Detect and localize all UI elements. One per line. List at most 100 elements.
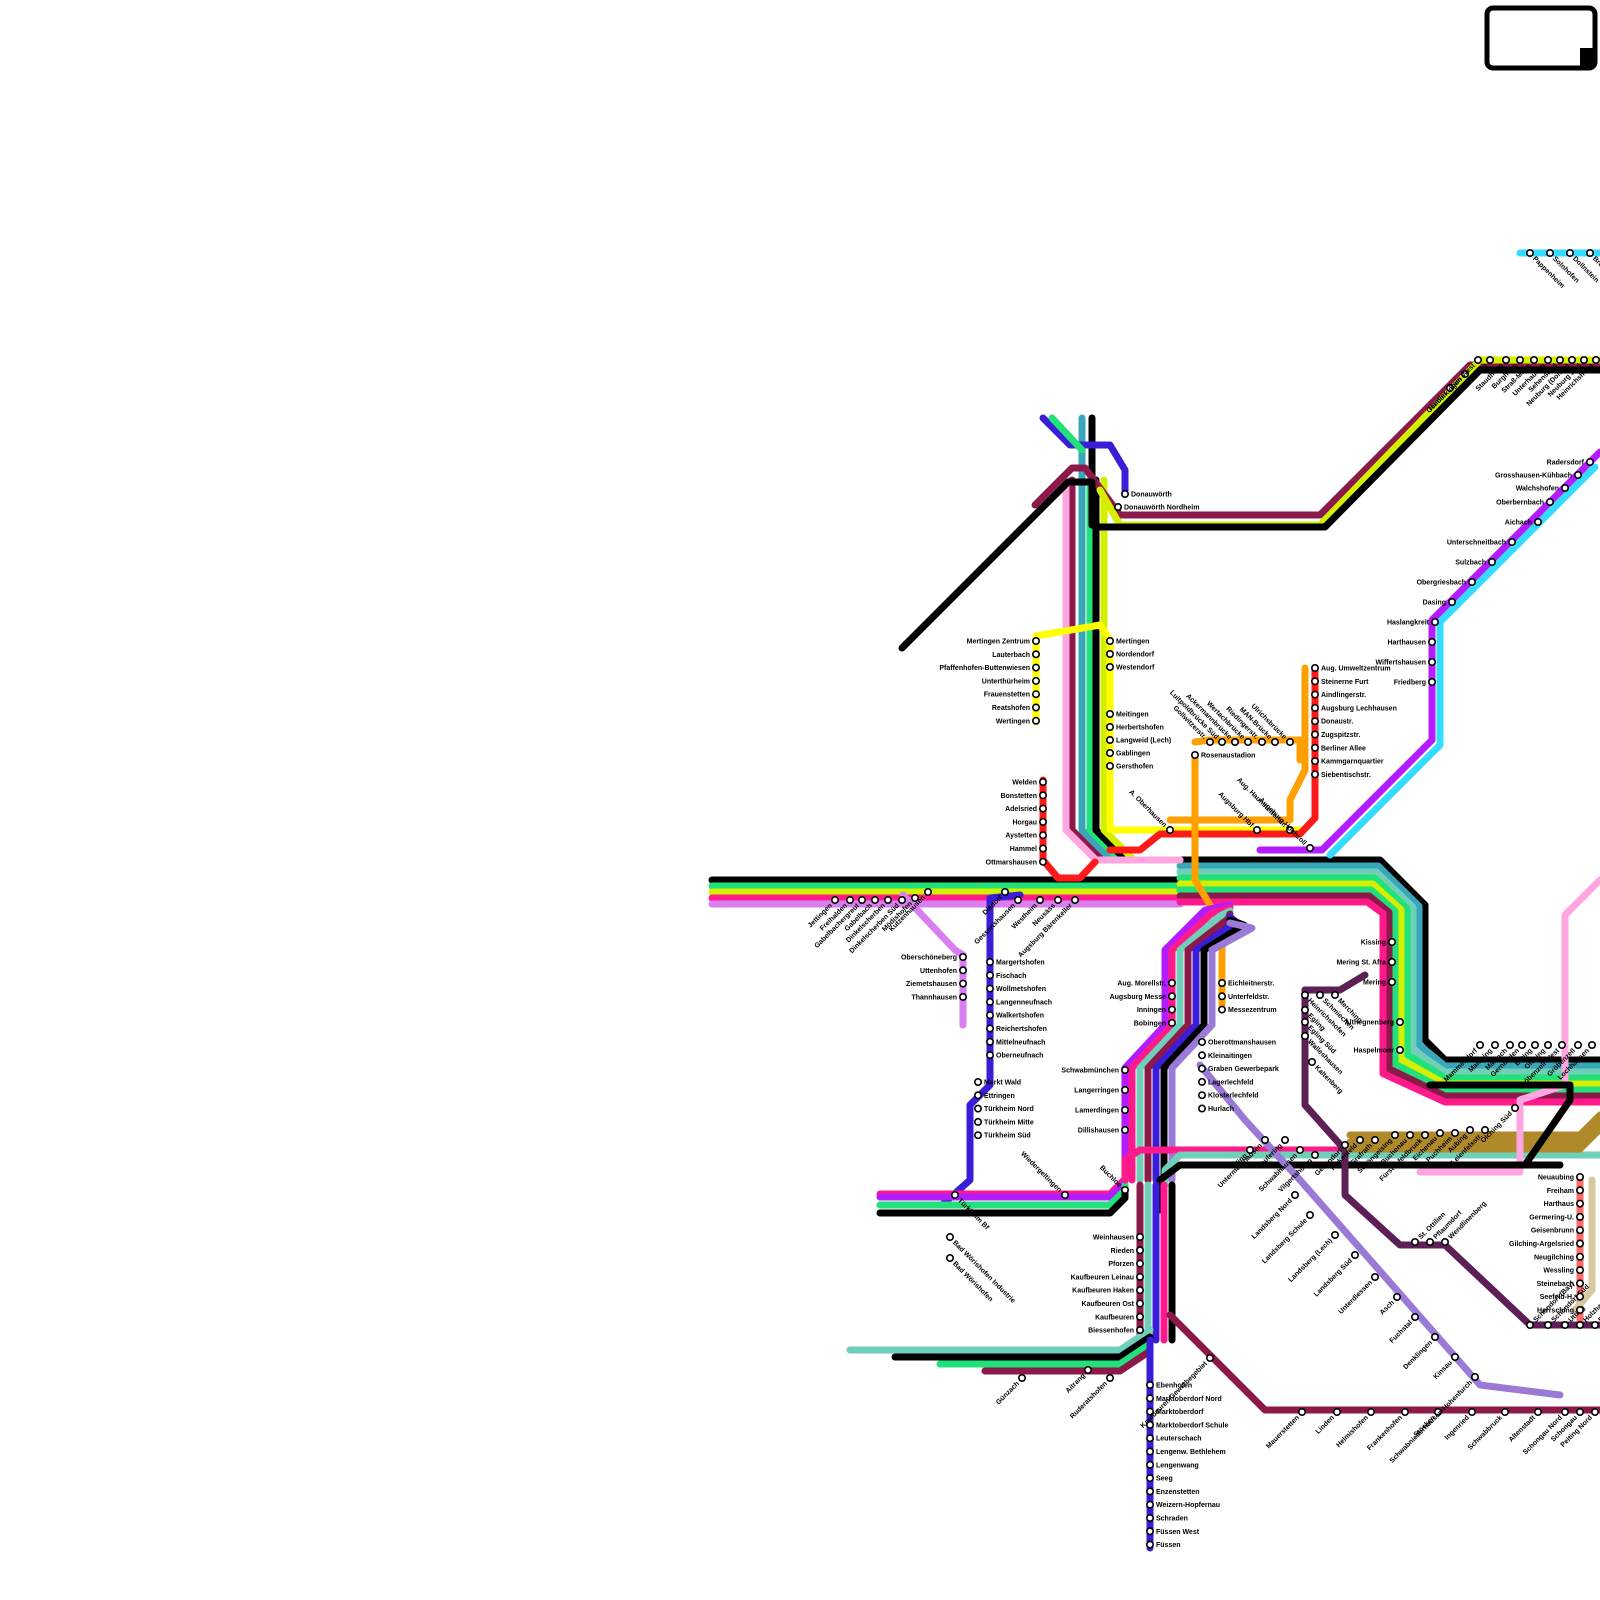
station-dot[interactable]: [1577, 1322, 1583, 1328]
station-225[interactable]: Steinebach: [1537, 1280, 1584, 1288]
station-127[interactable]: Rieden: [1111, 1247, 1144, 1255]
station-dot[interactable]: [1589, 1042, 1595, 1048]
station-dot[interactable]: [1527, 1322, 1533, 1328]
station-dot[interactable]: [1207, 1355, 1213, 1361]
station-dot[interactable]: [1575, 1042, 1581, 1048]
station-dot[interactable]: [1469, 1409, 1475, 1415]
station-19[interactable]: Langweid (Lech): [1107, 737, 1171, 745]
station-dot[interactable]: [1531, 357, 1537, 363]
station-dot[interactable]: [1147, 1541, 1153, 1547]
station-221[interactable]: Geisenbrunn: [1531, 1227, 1583, 1235]
station-130[interactable]: Kaufbeuren Haken: [1072, 1287, 1143, 1295]
station-dot[interactable]: [1492, 1042, 1498, 1048]
station-dot[interactable]: [1545, 357, 1551, 363]
station-dot[interactable]: [1587, 459, 1593, 465]
station-dot[interactable]: [925, 889, 931, 895]
station-dot[interactable]: [1122, 1067, 1128, 1073]
station-113[interactable]: Eichleitnerstr.: [1219, 980, 1275, 988]
station-dot[interactable]: [1427, 1239, 1433, 1245]
station-dot[interactable]: [1037, 897, 1043, 903]
station-dot[interactable]: [1147, 1448, 1153, 1454]
station-dot[interactable]: [1402, 1409, 1408, 1415]
station-114[interactable]: Unterfeldstr.: [1219, 993, 1269, 1001]
station-dot[interactable]: [960, 967, 966, 973]
station-dot[interactable]: [1245, 739, 1251, 745]
station-222[interactable]: Gilching-Argelsried: [1509, 1240, 1583, 1248]
station-116[interactable]: Oberottmanshausen: [1199, 1039, 1276, 1047]
station-dot[interactable]: [1297, 1147, 1303, 1153]
station-dot[interactable]: [1292, 1192, 1298, 1198]
station-183[interactable]: Unterdiessen: [1338, 1274, 1379, 1316]
station-220[interactable]: Germering-U.: [1529, 1214, 1583, 1222]
station-dot[interactable]: [1147, 1462, 1153, 1468]
station-dot[interactable]: [1545, 1322, 1551, 1328]
station-dot[interactable]: [1342, 1142, 1348, 1148]
station-15[interactable]: Nordendorf: [1107, 651, 1155, 659]
station-16[interactable]: Westendorf: [1107, 664, 1155, 672]
station-dot[interactable]: [1033, 638, 1039, 644]
station-dot[interactable]: [1442, 1239, 1448, 1245]
station-3[interactable]: Unterthürheim: [982, 678, 1039, 686]
station-dot[interactable]: [1429, 659, 1435, 665]
station-182[interactable]: Landsberg Süd: [1313, 1252, 1358, 1299]
station-117[interactable]: Kleinaitingen: [1199, 1052, 1252, 1060]
station-dot[interactable]: [1219, 980, 1225, 986]
station-dot[interactable]: [1577, 1227, 1583, 1233]
station-dot[interactable]: [1137, 1314, 1143, 1320]
station-dot[interactable]: [1592, 1409, 1598, 1415]
station-dot[interactable]: [1592, 1322, 1598, 1328]
station-dot[interactable]: [1282, 1137, 1288, 1143]
station-156[interactable]: Ingenried: [1444, 1409, 1475, 1442]
station-dot[interactable]: [1307, 1212, 1313, 1218]
station-dot[interactable]: [947, 1255, 953, 1261]
station-33[interactable]: Luitpoldbrücke Süd: [1168, 690, 1225, 746]
station-dot[interactable]: [1577, 1280, 1583, 1286]
station-dot[interactable]: [987, 959, 993, 965]
station-dot[interactable]: [1412, 1239, 1418, 1245]
station-143[interactable]: Weizern-Hopfernau: [1147, 1502, 1220, 1510]
station-dot[interactable]: [1512, 1105, 1518, 1111]
frame-icon[interactable]: [1487, 8, 1595, 68]
station-25[interactable]: Augsburg Lechhausen: [1312, 705, 1397, 713]
station-dot[interactable]: [1397, 1047, 1403, 1053]
station-7[interactable]: Welden: [1012, 779, 1046, 787]
station-dot[interactable]: [1199, 1065, 1205, 1071]
station-dot[interactable]: [1232, 739, 1238, 745]
station-dot[interactable]: [1302, 1007, 1308, 1013]
station-44[interactable]: Donauwörth Nordheim: [1115, 504, 1200, 512]
station-dot[interactable]: [987, 1039, 993, 1045]
station-dot[interactable]: [1577, 1294, 1583, 1300]
station-145[interactable]: Füssen West: [1147, 1528, 1200, 1536]
station-dot[interactable]: [1107, 1375, 1113, 1381]
station-dot[interactable]: [1033, 664, 1039, 670]
station-dot[interactable]: [1033, 691, 1039, 697]
station-72[interactable]: Wiffertshausen: [1375, 659, 1435, 667]
station-dot[interactable]: [1033, 678, 1039, 684]
station-1[interactable]: Lauterbach: [992, 651, 1039, 659]
station-dot[interactable]: [1507, 1042, 1513, 1048]
station-102[interactable]: Türkheim Mitte: [975, 1119, 1034, 1127]
station-dot[interactable]: [1107, 724, 1113, 730]
station-dot[interactable]: [1033, 651, 1039, 657]
station-129[interactable]: Kaufbeuren Leinau: [1071, 1274, 1144, 1282]
station-133[interactable]: Biessenhofen: [1088, 1327, 1143, 1335]
station-dot[interactable]: [1122, 1107, 1128, 1113]
station-62[interactable]: Grosshausen-Kühbach: [1495, 472, 1581, 480]
station-dot[interactable]: [1527, 250, 1533, 256]
station-164[interactable]: Mering: [1363, 979, 1395, 987]
station-119[interactable]: Lagerlechfeld: [1199, 1079, 1254, 1087]
station-28[interactable]: Berliner Allee: [1312, 745, 1366, 753]
station-dot[interactable]: [1357, 1137, 1363, 1143]
station-147[interactable]: Günzach: [995, 1375, 1025, 1407]
station-dot[interactable]: [1332, 992, 1338, 998]
station-dot[interactable]: [1147, 1488, 1153, 1494]
station-dot[interactable]: [1487, 357, 1493, 363]
station-dot[interactable]: [1547, 499, 1553, 505]
station-dot[interactable]: [1019, 1375, 1025, 1381]
station-97[interactable]: Mittelneufnach: [987, 1039, 1046, 1047]
station-128[interactable]: Pforzen: [1108, 1260, 1143, 1268]
station-dot[interactable]: [1312, 665, 1318, 671]
station-dot[interactable]: [1577, 1267, 1583, 1273]
station-223[interactable]: Neugilching: [1534, 1254, 1583, 1262]
station-dot[interactable]: [1334, 1409, 1340, 1415]
